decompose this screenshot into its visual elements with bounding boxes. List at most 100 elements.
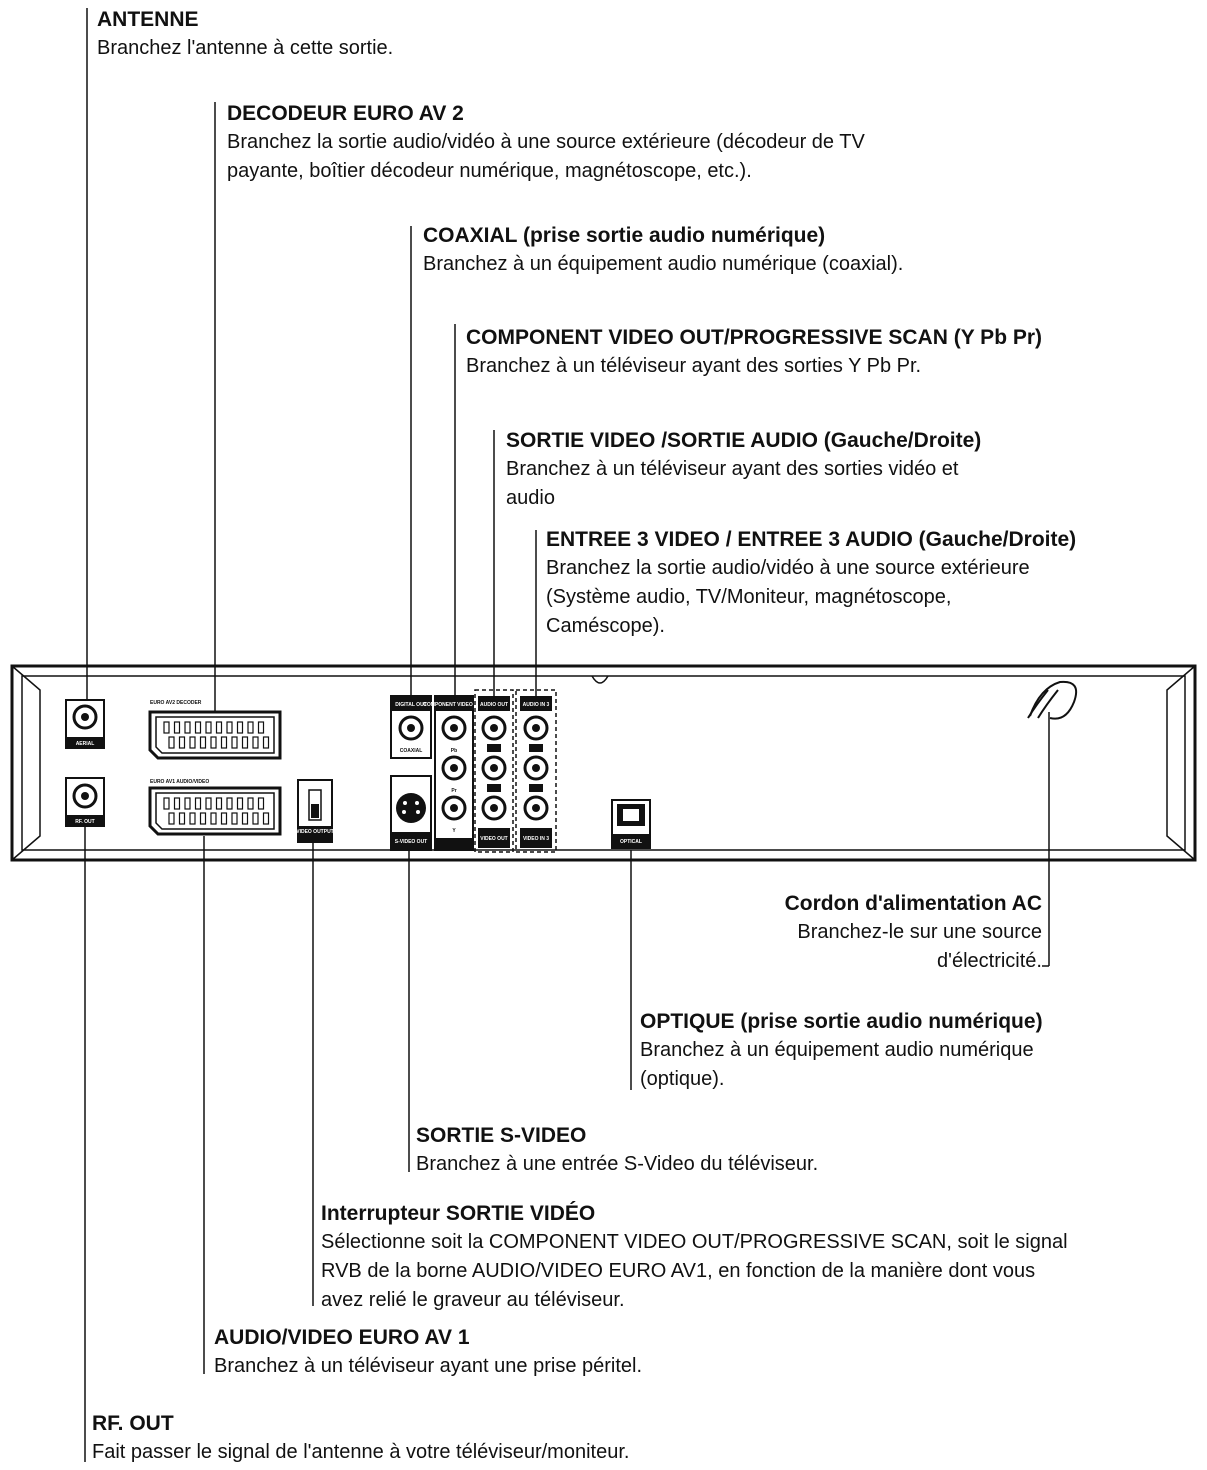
coaxial-jack: DIGITAL OUT COAXIAL [390, 695, 432, 759]
scart-pin [184, 721, 191, 734]
scart-pin [231, 812, 238, 825]
scart-pin [194, 797, 202, 810]
euro-av2-desc-line: Branchez la sortie audio/vidéo à une sou… [227, 131, 865, 153]
scart-pin [168, 812, 175, 825]
svideo-desc-line: Branchez à une entrée S-Video du télévis… [416, 1153, 819, 1175]
audio-out-panel-label: AUDIO OUT [480, 702, 508, 708]
optical-jack: OPTICAL [611, 799, 651, 849]
cordon-title: Cordon d'alimentation AC [784, 892, 1042, 915]
sortie-video-desc-line: Branchez à un téléviseur ayant des sorti… [506, 458, 959, 480]
entree3-desc-line: Branchez la sortie audio/vidéo à une sou… [546, 557, 1030, 579]
euro-av2-callout: DECODEUR EURO AV 2 Branchez la sortie au… [227, 100, 865, 186]
scart-pin [184, 797, 191, 810]
scart-pin [163, 797, 170, 810]
euro-av2-desc-line: payante, boîtier décodeur numérique, mag… [227, 160, 752, 182]
rf-out-desc-line: Fait passer le signal de l'antenne à vot… [92, 1441, 630, 1463]
antenne-callout: ANTENNE Branchez l'antenne à cette sorti… [97, 6, 393, 63]
input3-jacks: AUDIO IN 3 VIDEO IN 3 [515, 689, 557, 853]
scart-pin [189, 736, 196, 749]
svideo-title: SORTIE S-VIDEO [416, 1124, 587, 1147]
scart-pin [220, 736, 228, 749]
interrupteur-desc-line: Sélectionne soit la COMPONENT VIDEO OUT/… [321, 1231, 1068, 1253]
scart-pin [163, 721, 170, 734]
scart-pin [220, 812, 228, 825]
component-video-jacks: COMPONENT VIDEO OUT Pb Pr Y [423, 695, 485, 851]
scart-pin [247, 721, 254, 734]
interrupteur-title: Interrupteur SORTIE VIDÉO [321, 1202, 596, 1225]
euro-av1-callout: AUDIO/VIDEO EURO AV 1 Branchez à un télé… [214, 1324, 642, 1381]
scart-pin [168, 736, 175, 749]
scart-pin [178, 812, 186, 825]
audio-video-out-jacks: AUDIO OUT VIDEO OUT [474, 689, 514, 853]
s-video-jack: S-VIDEO OUT [390, 775, 432, 851]
euro-av1-scart [148, 786, 282, 836]
scart-pin [231, 736, 238, 749]
euro-av2-scart [148, 710, 282, 760]
sortie-video-callout: SORTIE VIDEO /SORTIE AUDIO (Gauche/Droit… [506, 427, 981, 513]
video-output-panel-label: VIDEO OUTPUT [296, 829, 334, 835]
euro-av1-desc-line: Branchez à un téléviseur ayant une prise… [214, 1355, 643, 1377]
scart-pin [178, 736, 186, 749]
coaxial-title: COAXIAL (prise sortie audio numérique) [423, 224, 826, 247]
video-in3-panel-label: VIDEO IN 3 [523, 836, 549, 842]
scart-pin [173, 721, 181, 734]
rf-out-jack: RF. OUT [65, 777, 105, 827]
s-video-panel-label: S-VIDEO OUT [395, 839, 428, 845]
video-output-switch: VIDEO OUTPUT [296, 779, 334, 843]
aerial-jack: AERIAL [65, 699, 105, 749]
euro-av1-panel-label: EURO AV1 AUDIO/VIDEO [150, 779, 209, 785]
rf-out-panel-label: RF. OUT [75, 819, 94, 825]
svideo-callout: SORTIE S-VIDEO Branchez à une entrée S-V… [416, 1122, 818, 1179]
entree3-desc-line: (Système audio, TV/Moniteur, magnétoscop… [546, 586, 952, 608]
antenne-title: ANTENNE [97, 8, 199, 31]
component-callout: COMPONENT VIDEO OUT/PROGRESSIVE SCAN (Y … [466, 324, 1042, 381]
pr-panel-label: Pr [451, 788, 456, 794]
cordon-desc-line: d'électricité. [937, 950, 1042, 972]
euro-av2-title: DECODEUR EURO AV 2 [227, 102, 464, 125]
scart-pin [241, 812, 249, 825]
coaxial-panel-label: COAXIAL [400, 748, 423, 754]
scart-pin [194, 721, 202, 734]
cordon-callout: Cordon d'alimentation AC Branchez-le sur… [785, 890, 1042, 976]
scart-pin [199, 812, 207, 825]
entree3-desc-line: Caméscope). [546, 615, 665, 637]
euro-av1-title: AUDIO/VIDEO EURO AV 1 [214, 1326, 470, 1349]
scart-pin [189, 812, 196, 825]
antenne-desc-line: Branchez l'antenne à cette sortie. [97, 37, 394, 59]
coaxial-desc-line: Branchez à un équipement audio numérique… [423, 253, 904, 275]
y-panel-label: Y [452, 828, 456, 834]
scart-pin [257, 721, 265, 734]
scart-pin [236, 797, 244, 810]
optique-title: OPTIQUE (prise sortie audio numérique) [640, 1010, 1043, 1033]
optique-callout: OPTIQUE (prise sortie audio numérique) B… [640, 1008, 1043, 1094]
scart-pin [210, 812, 217, 825]
video-out-panel-label: VIDEO OUT [480, 836, 508, 842]
digital-out-panel-label: DIGITAL OUT [395, 702, 426, 708]
scart-pin [205, 721, 212, 734]
interrupteur-desc-line: RVB de la borne AUDIO/VIDEO EURO AV1, en… [321, 1260, 1036, 1282]
sortie-video-desc-line: audio [506, 487, 555, 509]
scart-pin [215, 721, 223, 734]
entree3-callout: ENTREE 3 VIDEO / ENTREE 3 AUDIO (Gauche/… [546, 526, 1076, 641]
scart-pin [252, 736, 259, 749]
scart-pin [210, 736, 217, 749]
scart-pin [257, 797, 265, 810]
scart-pin [226, 721, 233, 734]
optique-desc-line: (optique). [640, 1068, 725, 1090]
optique-desc-line: Branchez à un équipement audio numérique [640, 1039, 1034, 1061]
component-title: COMPONENT VIDEO OUT/PROGRESSIVE SCAN (Y … [466, 326, 1043, 349]
scart-pin [241, 736, 249, 749]
scart-pin [199, 736, 207, 749]
scart-pin [252, 812, 259, 825]
component-video-out-panel-label: COMPONENT VIDEO OUT [423, 702, 484, 708]
scart-pin [173, 797, 181, 810]
rf-out-title: RF. OUT [92, 1412, 174, 1435]
optical-panel-label: OPTICAL [620, 839, 642, 845]
pb-panel-label: Pb [451, 748, 457, 754]
coaxial-callout: COAXIAL (prise sortie audio numérique) B… [423, 222, 903, 279]
interrupteur-callout: Interrupteur SORTIE VIDÉO Sélectionne so… [321, 1200, 1068, 1315]
scart-pin [205, 797, 212, 810]
interrupteur-desc-line: avez relié le graveur au téléviseur. [321, 1289, 625, 1311]
